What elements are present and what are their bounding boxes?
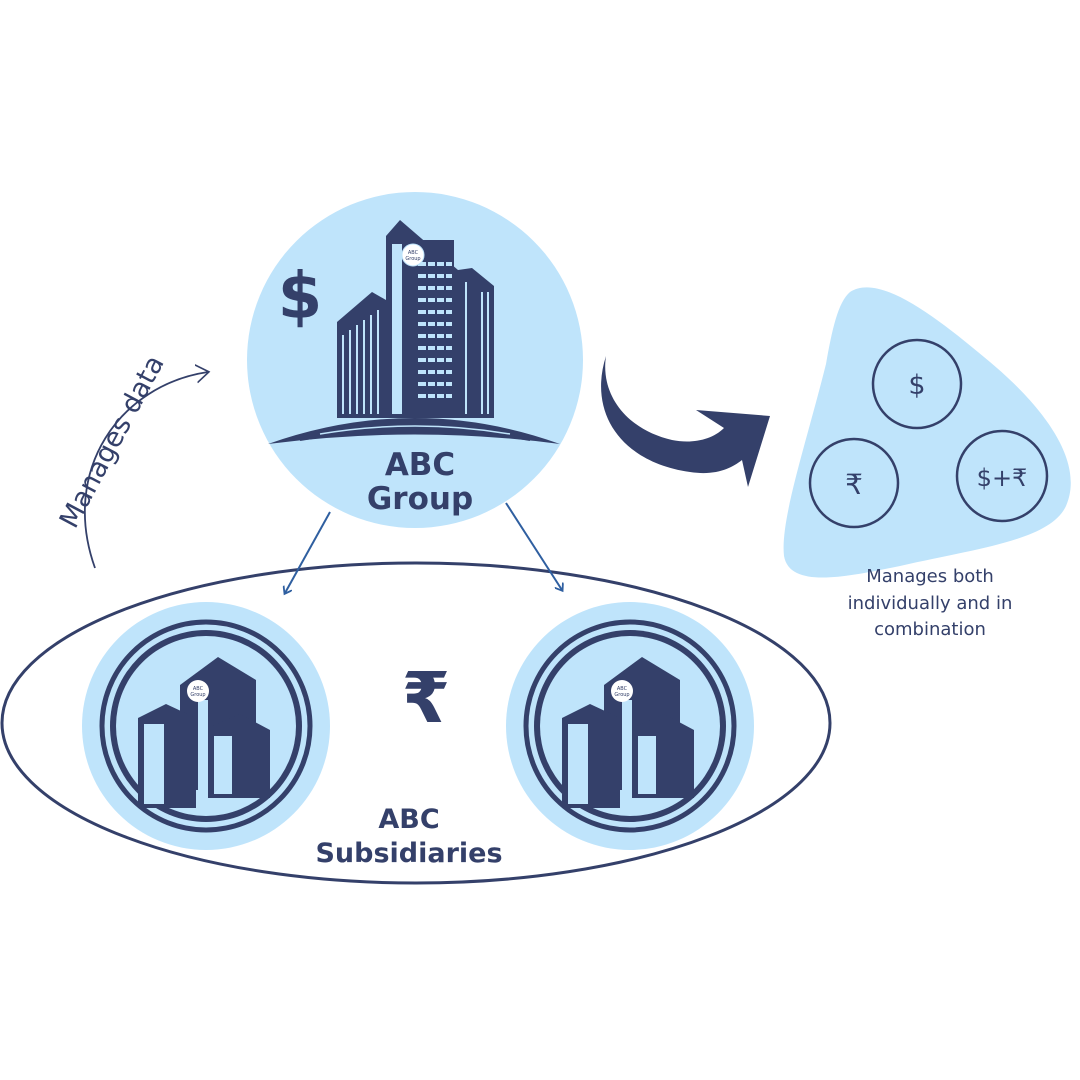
subsidiary-building-icon (138, 657, 270, 810)
subsidiaries-title-line1: ABC (378, 804, 439, 835)
building-logo-text-line2: Group (405, 256, 420, 262)
manages-data-arrow (84, 372, 208, 569)
arrow-to-subsidiary-right (505, 502, 562, 590)
subsidiary-left-logo-line1: ABC (193, 686, 204, 692)
rupee-icon: ₹ (402, 657, 451, 739)
arrow-to-subsidiary-left (285, 511, 331, 593)
manages-data-label: Manages data (54, 350, 171, 533)
currency-rupee-badge: ₹ (808, 437, 900, 529)
currency-dollar-badge: $ (871, 338, 963, 430)
currency-combined-badge: $+₹ (955, 429, 1049, 523)
currency-caption-line1: Manages both (866, 566, 994, 587)
subsidiary-building-icon (562, 657, 694, 810)
dollar-icon: $ (278, 260, 323, 334)
rupee-icon: ₹ (845, 468, 863, 501)
subsidiary-right-logo-line1: ABC (617, 686, 628, 692)
group-title-line1: ABC (385, 447, 455, 483)
building-logo-text-line1: ABC (408, 250, 419, 256)
group-node: $ (247, 192, 583, 528)
combined-currency-icon: $+₹ (977, 464, 1028, 492)
group-title-line2: Group (367, 481, 473, 517)
subsidiary-left-logo-line2: Group (190, 692, 205, 698)
currency-caption-line3: combination (874, 619, 986, 640)
subsidiary-right: ABC Group (506, 602, 754, 850)
dollar-icon: $ (908, 370, 925, 401)
curved-arrow-icon (601, 356, 770, 487)
subsidiary-right-logo-line2: Group (614, 692, 629, 698)
currency-panel (783, 287, 1071, 578)
subsidiary-left: ABC Group (82, 602, 330, 850)
office-building-icon (268, 220, 560, 444)
currency-caption-line2: individually and in (848, 593, 1013, 614)
subsidiaries-title-line2: Subsidiaries (315, 838, 502, 869)
